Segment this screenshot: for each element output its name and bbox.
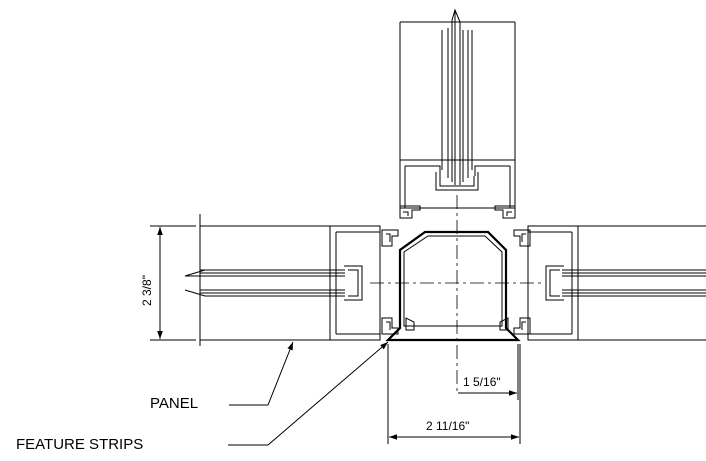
centerlines xyxy=(370,195,544,395)
leader-panel xyxy=(229,341,294,406)
feature-strips-label: FEATURE STRIPS xyxy=(16,436,144,453)
dimension-half-width xyxy=(458,344,519,400)
right-panel xyxy=(562,225,706,341)
upper-frame xyxy=(399,159,516,209)
overall-width-dimension-label: 2 11/16" xyxy=(426,419,470,433)
panel-label: PANEL xyxy=(150,395,199,412)
dimension-overall-width xyxy=(387,344,521,444)
leader-feature-strips xyxy=(228,341,389,446)
upper-panel xyxy=(399,8,516,185)
left-panel xyxy=(184,214,345,346)
dimension-height xyxy=(150,225,196,341)
feature-strips xyxy=(381,205,531,335)
half-width-dimension-label: 1 5/16" xyxy=(463,375,501,389)
right-frame xyxy=(527,225,579,341)
height-dimension-label: 2 3/8" xyxy=(140,275,154,306)
left-frame xyxy=(329,225,381,341)
mullion-tube xyxy=(385,230,521,342)
